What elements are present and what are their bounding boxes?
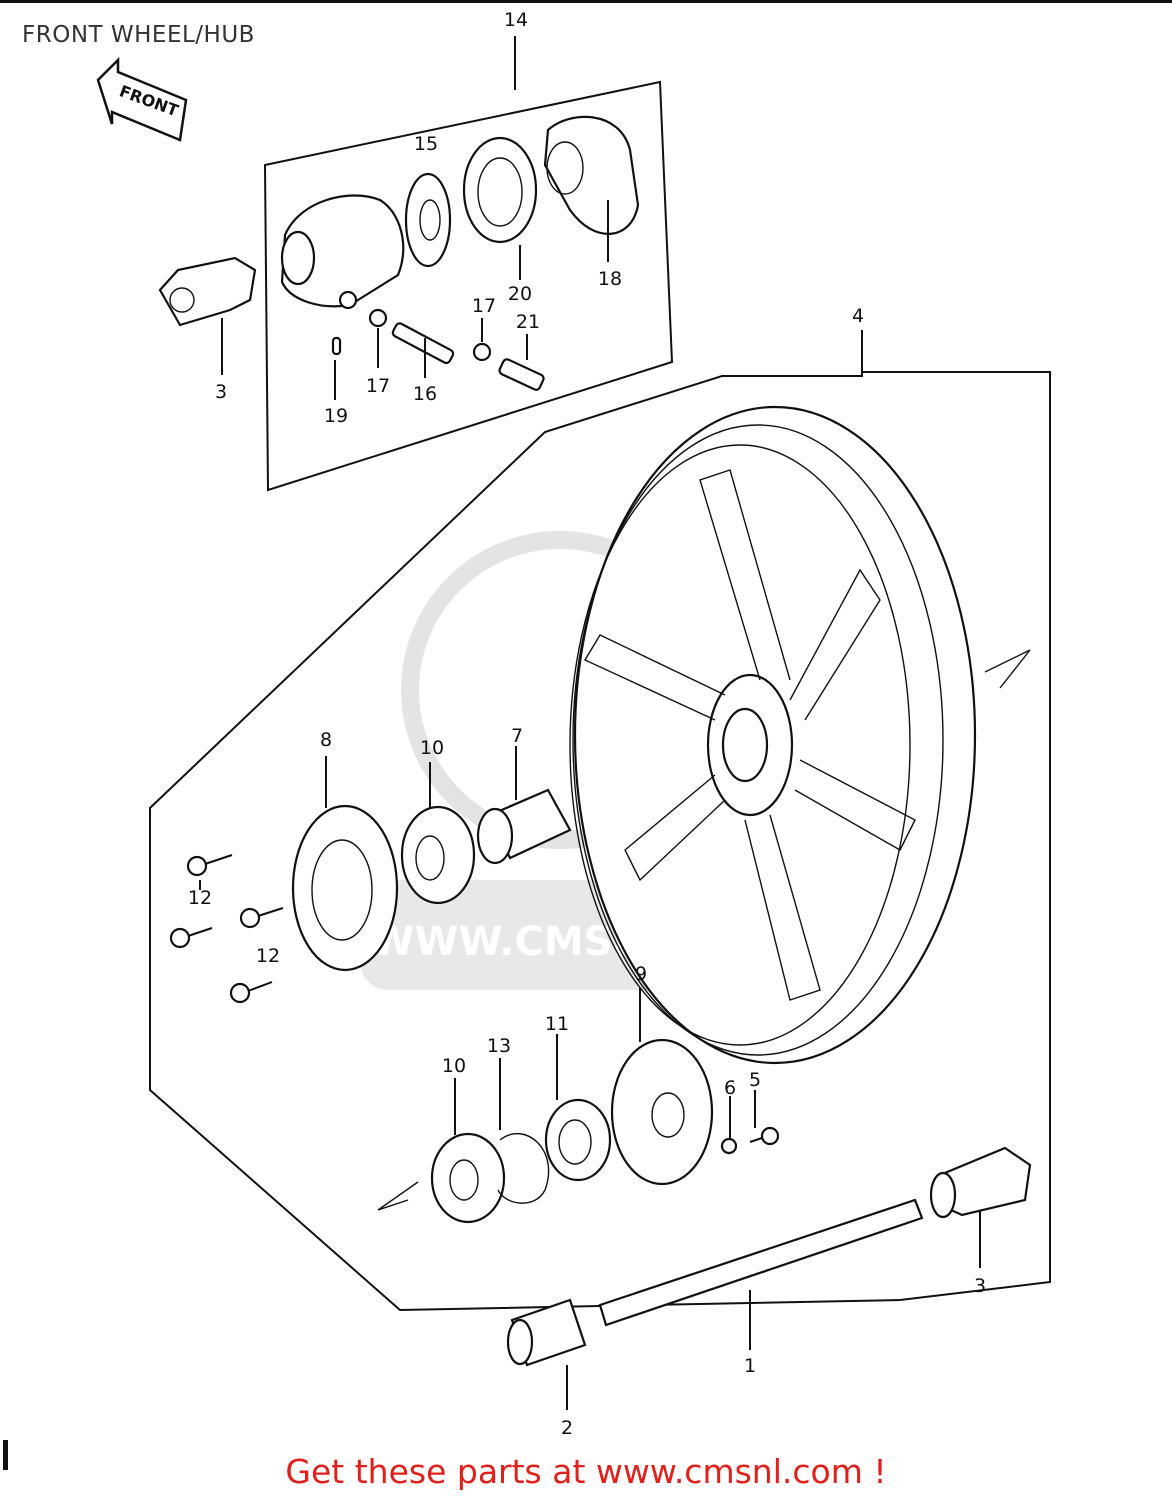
axle-spacer — [506, 1298, 587, 1367]
top-rule — [0, 0, 1172, 3]
callout-4: 4 — [852, 305, 864, 327]
bushing — [498, 358, 545, 391]
callout-20: 20 — [508, 283, 532, 305]
rotor-plate — [291, 804, 399, 972]
grease-seal — [544, 1098, 612, 1182]
wheel-box — [149, 371, 1051, 1312]
leader-lines — [199, 36, 981, 1410]
callout-10-lower: 10 — [442, 1055, 466, 1077]
callout-5: 5 — [749, 1069, 761, 1091]
axle-collar — [929, 1146, 1032, 1219]
callout-3-bottom: 3 — [974, 1275, 986, 1297]
footer-link[interactable]: Get these parts at www.cmsnl.com ! — [285, 1452, 887, 1491]
oil-seal — [462, 136, 538, 244]
cast-wheel — [569, 405, 1031, 1065]
front-arrow-icon: FRONT — [96, 56, 188, 142]
callout-labels: 14 15 20 18 17 21 3 17 16 19 4 8 10 7 12… — [188, 9, 986, 1439]
callout-18: 18 — [598, 268, 622, 290]
callout-6: 6 — [724, 1077, 736, 1099]
callout-3-top: 3 — [215, 381, 227, 403]
callout-16: 16 — [413, 383, 437, 405]
page-title: FRONT WHEEL/HUB — [22, 22, 255, 48]
axle — [598, 1198, 924, 1327]
pin — [331, 336, 342, 356]
callout-11: 11 — [545, 1013, 569, 1035]
callout-13: 13 — [487, 1035, 511, 1057]
bearing-upper — [400, 805, 476, 905]
callout-10-upper: 10 — [420, 737, 444, 759]
edge-mark — [3, 1440, 8, 1470]
speedo-housing — [280, 194, 405, 310]
bolt-set — [169, 854, 284, 1004]
hub-plate — [610, 1038, 714, 1186]
axle-nut — [158, 256, 257, 327]
distance-collar — [476, 788, 572, 865]
callout-15: 15 — [414, 133, 438, 155]
speedo-box — [263, 80, 674, 492]
speedo-gear — [404, 172, 452, 268]
callout-21: 21 — [516, 311, 540, 333]
callout-17-right: 17 — [472, 295, 496, 317]
callout-8: 8 — [320, 729, 332, 751]
circlip — [497, 1133, 550, 1204]
callout-14: 14 — [504, 9, 528, 31]
callout-12-left: 12 — [188, 887, 212, 909]
washer-left — [368, 308, 388, 328]
lock-washer — [720, 1137, 738, 1155]
callout-12-right: 12 — [256, 945, 280, 967]
dust-cover — [543, 115, 640, 235]
callout-1: 1 — [744, 1355, 756, 1377]
callout-19: 19 — [324, 405, 348, 427]
callout-7: 7 — [511, 725, 523, 747]
hub-bolt — [749, 1126, 780, 1146]
callout-9: 9 — [635, 963, 647, 985]
callout-17-left: 17 — [366, 375, 390, 397]
bearing-lower — [430, 1132, 506, 1224]
speedo-pinion — [391, 322, 455, 365]
washer-right — [472, 342, 492, 362]
callout-2: 2 — [561, 1417, 573, 1439]
